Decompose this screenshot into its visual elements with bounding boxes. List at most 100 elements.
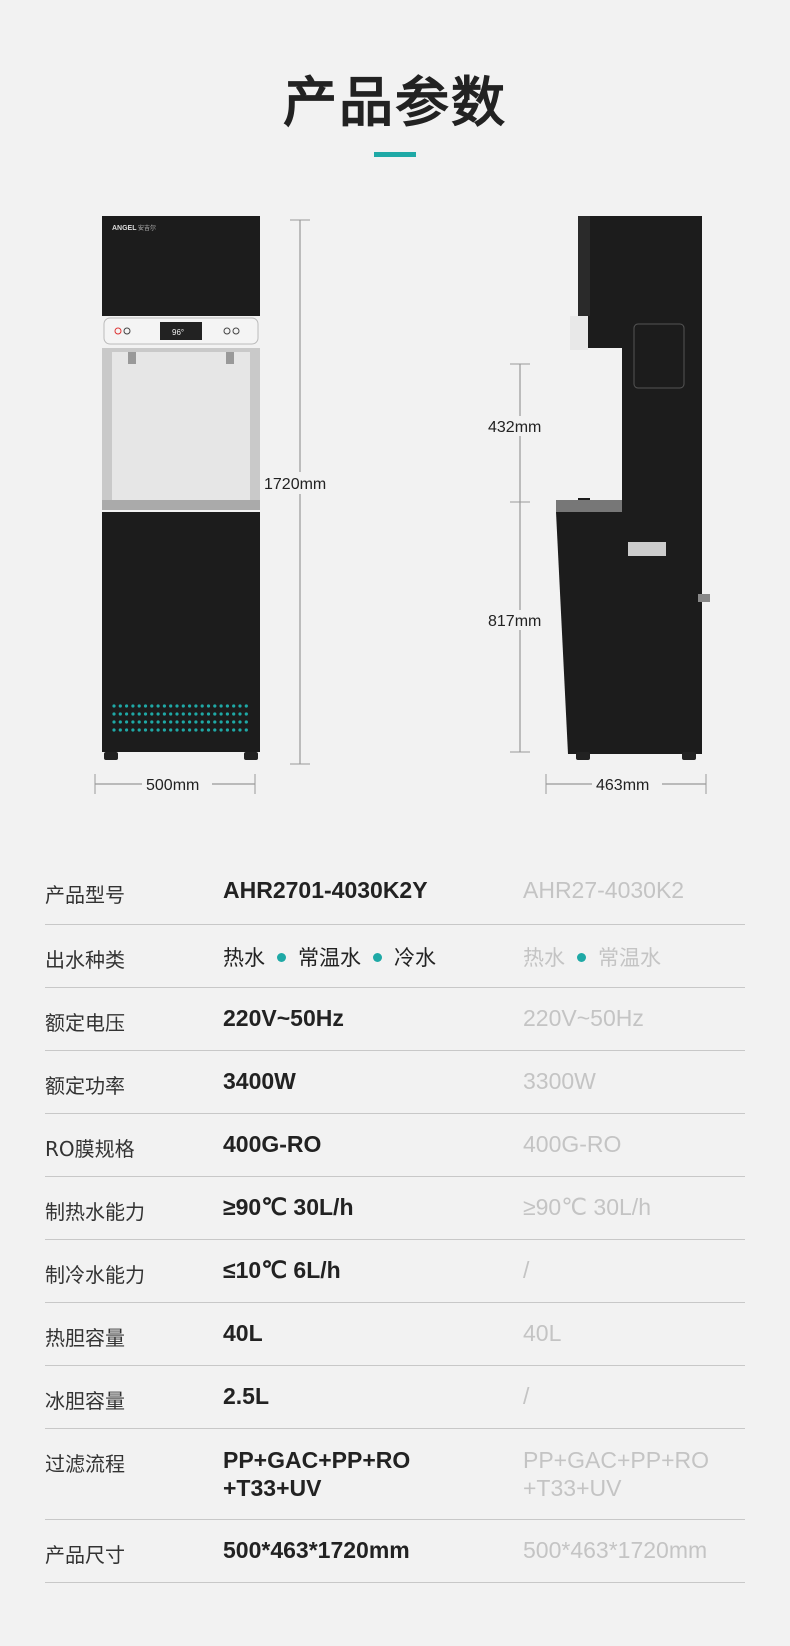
vent-dot [188, 728, 192, 732]
brand-sub: 安吉尔 [138, 224, 156, 232]
vent-dot [175, 704, 179, 708]
vent-dot [150, 704, 154, 708]
side-handle [628, 542, 666, 556]
spec-value-secondary: PP+GAC+PP+RO +T33+UV [523, 1447, 709, 1501]
vent-dot [150, 720, 154, 724]
vent-dot [200, 728, 204, 732]
spec-label: 热胆容量 [45, 1326, 125, 1350]
spec-row-filtration: 过滤流程 PP+GAC+PP+RO +T33+UV PP+GAC+PP+RO +… [45, 1429, 745, 1520]
dot-separator [277, 953, 286, 963]
width-label: 500mm [146, 777, 199, 794]
spec-value-primary: 2.5L [223, 1383, 270, 1409]
vent-dot [213, 720, 217, 724]
vent-dot [131, 712, 135, 716]
spec-value-primary: 500*463*1720mm [223, 1537, 410, 1563]
side-alcove-back [590, 350, 622, 500]
vent-dot [232, 720, 236, 724]
water-type-cold: 冷水 [394, 947, 436, 970]
button-icon [223, 327, 231, 335]
vent-dot [225, 728, 229, 732]
brand-logo: ANGEL [112, 225, 137, 232]
dot-separator [577, 953, 586, 963]
foot-left [104, 752, 118, 760]
vent-dot [238, 712, 242, 716]
spec-value-primary: ≥90℃ 30L/h [223, 1194, 354, 1220]
vent-dot [225, 720, 229, 724]
vent-dot [244, 728, 248, 732]
dimension-diagram: ANGEL 安吉尔 96° 1720mm 500mm [94, 216, 710, 794]
spec-value-secondary: / [523, 1257, 530, 1283]
vent-dot [175, 728, 179, 732]
tap-left [128, 352, 136, 364]
vent-dot [137, 720, 141, 724]
vent-dot [232, 712, 236, 716]
vent-dot [131, 728, 135, 732]
vent-dot [150, 712, 154, 716]
vent-dot [213, 728, 217, 732]
spec-label: 额定功率 [45, 1074, 125, 1098]
front-head [102, 216, 260, 316]
vent-dot [118, 728, 122, 732]
vent-dot [162, 704, 166, 708]
spec-row-heating-capacity: 制热水能力 ≥90℃ 30L/h ≥90℃ 30L/h [45, 1177, 745, 1240]
width-label-bg [142, 774, 212, 794]
spec-value-secondary: / [523, 1383, 530, 1409]
vent-dot [162, 720, 166, 724]
vent-dot [162, 712, 166, 716]
vent-dot [143, 704, 148, 708]
vent-dot [194, 728, 198, 732]
spec-table: 产品型号 AHR2701-4030K2Y AHR27-4030K2 出水种类 热… [45, 860, 745, 1583]
spec-value-secondary: 220V~50Hz [523, 1005, 644, 1031]
vent-dot [232, 704, 236, 708]
vent-dot [188, 712, 192, 716]
spec-label: 额定电压 [45, 1011, 125, 1035]
vent-dot [169, 712, 173, 716]
spec-label: 产品尺寸 [45, 1543, 125, 1567]
upper-height-label: 432mm [488, 419, 541, 436]
water-type-normal: 常温水 [298, 947, 361, 970]
spec-row-hot-tank: 热胆容量 40L 40L [45, 1303, 745, 1366]
spec-label: 制热水能力 [45, 1200, 145, 1224]
water-type-normal: 常温水 [598, 947, 661, 970]
vent-dot [137, 712, 141, 716]
vent-dot [206, 704, 211, 708]
vent-dot [188, 720, 192, 724]
vent-dot [137, 728, 141, 732]
spec-value-secondary: 3300W [523, 1068, 596, 1094]
spec-value-primary: AHR2701-4030K2Y [223, 877, 428, 903]
side-access-panel [633, 323, 685, 389]
depth-label-bg [592, 774, 662, 794]
title-underline [374, 152, 416, 157]
vent-dot [125, 728, 129, 732]
vent-dot [112, 712, 116, 716]
vent-dot [238, 720, 242, 724]
upper-label-bg [486, 416, 554, 436]
spec-value-primary: PP+GAC+PP+RO +T33+UV [223, 1447, 411, 1501]
display-temp: 96° [172, 328, 184, 337]
vent-dot [219, 720, 223, 724]
spec-row-power: 额定功率 3400W 3300W [45, 1051, 745, 1114]
spec-value-primary: ≤10℃ 6L/h [223, 1257, 341, 1283]
spec-row-water-types: 出水种类 热水常温水冷水 热水常温水 [45, 925, 745, 988]
vent-dot [131, 704, 135, 708]
vent-dot [131, 720, 135, 724]
vent-dot [219, 728, 223, 732]
vent-dot [175, 720, 179, 724]
front-body [102, 512, 260, 752]
side-view: 432mm 817mm 463mm [486, 216, 710, 794]
vent-dot [150, 728, 154, 732]
spec-value-secondary: 40L [523, 1320, 562, 1346]
vent-dot [112, 728, 116, 732]
display-screen [160, 322, 202, 340]
hot-button-icon [114, 327, 122, 335]
vent-dot [200, 712, 204, 716]
vent-dot [156, 720, 160, 724]
water-type-hot: 热水 [523, 947, 565, 970]
spec-value-primary: 400G-RO [223, 1131, 322, 1157]
spec-label: 过滤流程 [45, 1452, 125, 1476]
spec-label: RO膜规格 [45, 1137, 135, 1161]
vent-dot [206, 728, 211, 732]
vent-dot [112, 720, 116, 724]
vent-dot [181, 712, 185, 716]
spec-value-primary: 220V~50Hz [223, 1005, 344, 1031]
